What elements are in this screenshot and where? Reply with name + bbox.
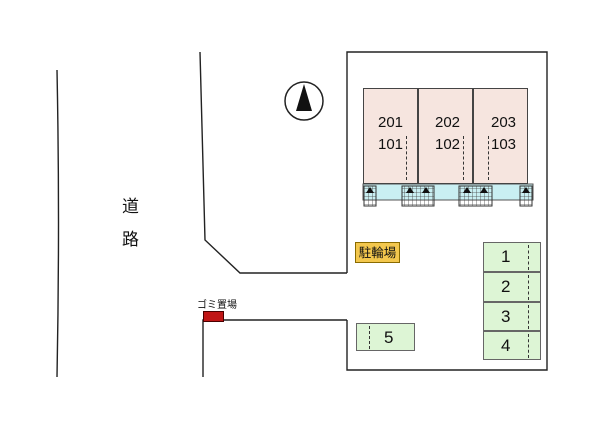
lot-boundary [346,51,548,371]
road-right-edge [199,51,347,274]
parking-divider [369,326,370,349]
bicycle-parking-label: 駐輪場 [355,242,400,263]
entrance-path [406,136,407,180]
road-label-2: 路 [122,230,139,250]
parking-divider [528,334,529,358]
parking-space-number: 3 [501,307,511,326]
trash-area-box [203,311,224,322]
north-arrow-icon [284,81,324,121]
entrance-path [463,136,464,180]
road-left-edge [56,69,60,378]
parking-space-3: 3 [483,302,541,331]
trash-area-label: ゴミ置場 [197,300,237,311]
parking-space-1: 1 [483,242,541,272]
step-group [363,185,533,207]
parking-divider [528,305,529,329]
parking-divider [528,245,529,270]
unit-upper-label: 201 [378,114,404,131]
unit-lower-label: 103 [491,136,517,153]
unit-201-101: 201 101 [363,88,418,184]
unit-203-103: 203 103 [473,88,528,184]
unit-202-102: 202 102 [418,88,473,184]
parking-space-2: 2 [483,272,541,302]
entrance-path [488,136,489,180]
unit-upper-label: 203 [491,114,517,131]
parking-space-number: 5 [384,328,394,347]
parking-space-number: 4 [501,336,511,355]
parking-space-4: 4 [483,331,541,360]
unit-lower-label: 102 [435,136,461,153]
parking-space-5: 5 [356,323,415,351]
parking-space-number: 2 [501,277,511,296]
unit-lower-label: 101 [378,136,404,153]
unit-upper-label: 202 [435,114,461,131]
parking-space-number: 1 [501,247,511,266]
parking-divider [528,275,529,300]
road-label-1: 道 [122,197,139,217]
